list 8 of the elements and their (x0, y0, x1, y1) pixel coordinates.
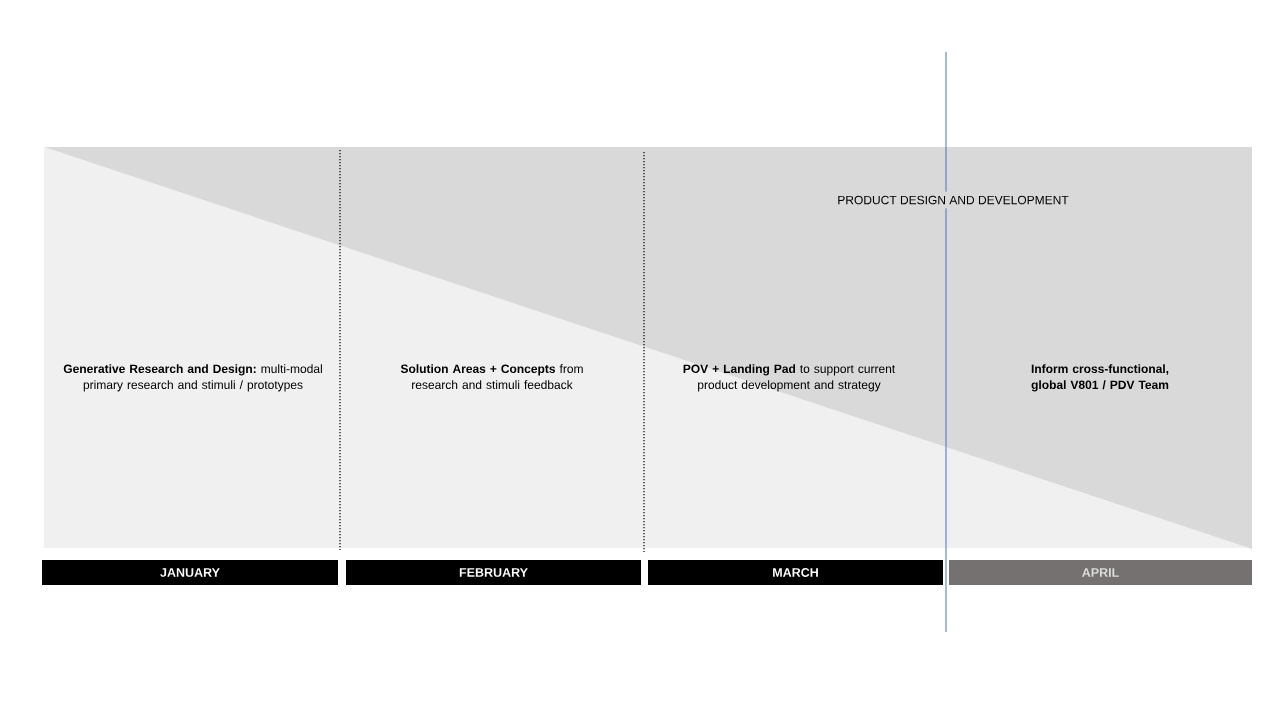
phase-description: Solution Areas + Concepts from research and stimuli feedback (400, 364, 583, 389)
phase-description: Generative Research and Design: multi-modal primary research and stimuli / prototypes (63, 364, 322, 392)
month-bar: FEBRUARY (346, 560, 641, 585)
month-bar: JANUARY (42, 560, 338, 585)
month-bar: MARCH (648, 560, 943, 585)
phase-description: Inform cross-functional, global V801 / PDV Team (1031, 364, 1169, 392)
month-bar: APRIL (949, 560, 1252, 585)
phase-description: POV + Landing Pad to support current product development and strategy (683, 364, 896, 392)
